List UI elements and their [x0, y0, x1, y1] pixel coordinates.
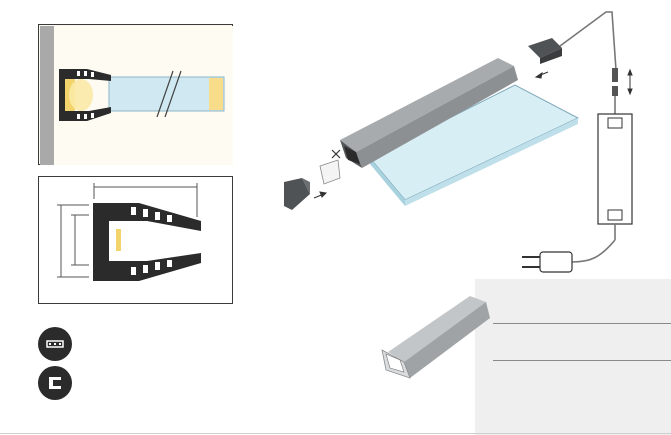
- break-mark: [156, 70, 174, 118]
- profile-end-detail: [344, 146, 360, 164]
- end-cap-side: [302, 178, 310, 194]
- cable-connector: [612, 68, 618, 82]
- glass-pane: [108, 76, 225, 112]
- dimensions-drawing: [57, 183, 201, 281]
- glass-shelf-edge: [370, 158, 405, 206]
- cable: [559, 11, 617, 71]
- break-mark: [164, 70, 182, 118]
- power-cable: [571, 239, 616, 263]
- plug-icon: [539, 251, 573, 273]
- profile-icon: [49, 377, 61, 389]
- profile-top: [340, 58, 514, 152]
- led-strip-icon: [46, 340, 64, 348]
- clear-insert: [319, 159, 341, 185]
- info-panel: [475, 279, 671, 435]
- aluminium-profile-side: [404, 302, 490, 378]
- power-supply-icon: [597, 113, 633, 225]
- bottom-rule: [0, 433, 671, 434]
- cable-connector: [612, 86, 618, 96]
- profile-side: [356, 66, 518, 168]
- profile-badge: [38, 366, 72, 400]
- info-divider: [493, 360, 671, 361]
- cross-section-light-panel: [38, 24, 233, 165]
- arrow-icon: [313, 71, 549, 199]
- cross-section-dimensions-panel: [38, 176, 233, 304]
- led-strip: [116, 229, 121, 251]
- light-glow: [69, 79, 93, 111]
- end-cap: [284, 178, 310, 210]
- info-divider: [493, 323, 671, 324]
- glass-edge-glow: [209, 78, 223, 110]
- glass-shelf-front: [405, 118, 578, 206]
- led-strip-badge: [38, 327, 72, 361]
- aluminium-profile-top: [388, 296, 486, 362]
- light-section-drawing: [40, 26, 233, 165]
- connector: [528, 38, 562, 58]
- wall: [40, 26, 54, 165]
- profile-section: [93, 203, 201, 281]
- arrow-icon: [627, 68, 633, 96]
